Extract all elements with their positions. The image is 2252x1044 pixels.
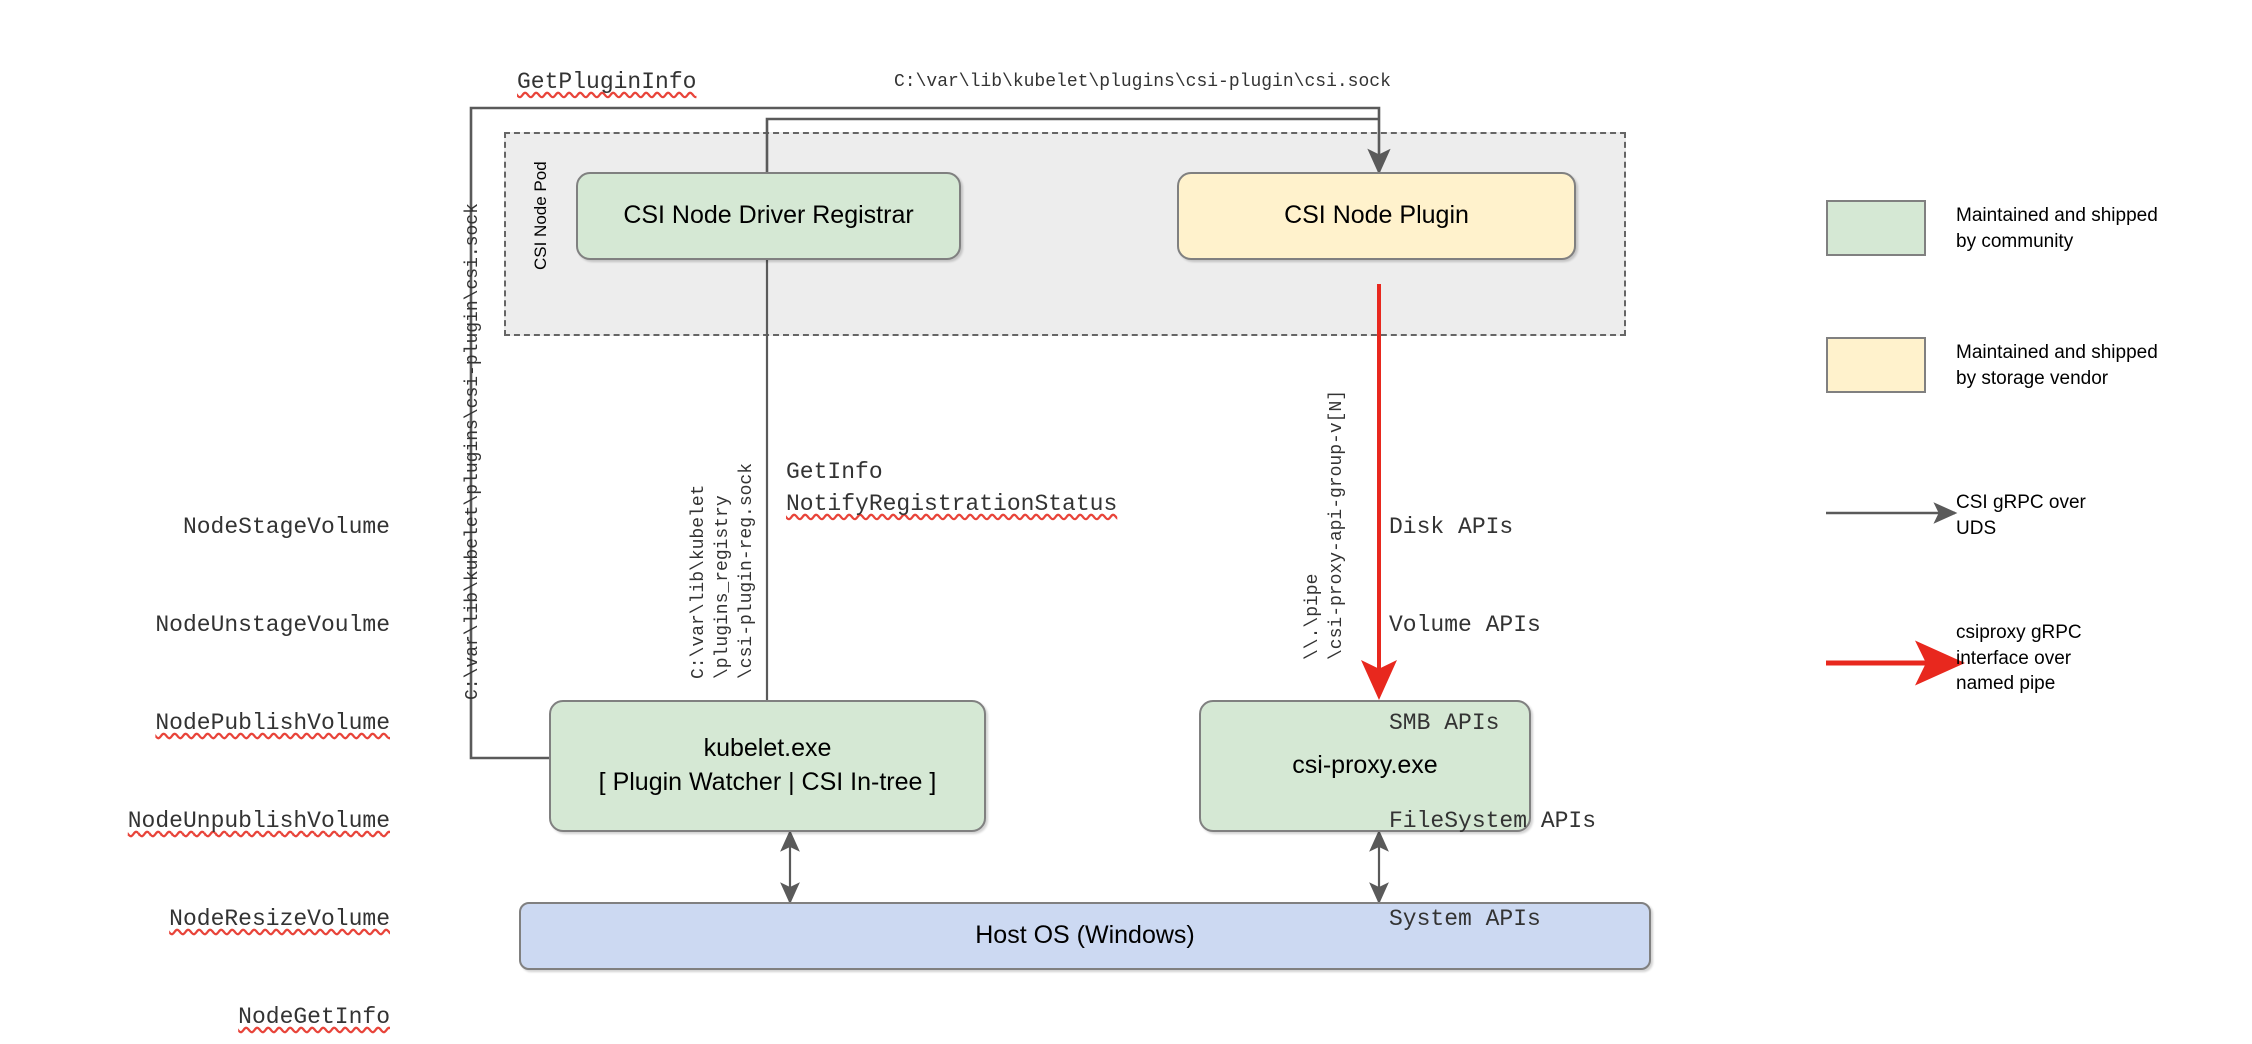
node-csi-proxy-exe[interactable]: csi-proxy.exe — [1199, 700, 1531, 832]
legend-label-community: Maintained and shipped by community — [1956, 205, 2158, 252]
legend-label-csiproxy-grpc-named-pipe: csiproxy gRPC interface over named pipe — [1956, 622, 2082, 695]
annotation-registry-path-line2: \plugins_registry — [713, 495, 733, 679]
api-item-nodeunstagevolume: NodeUnstageVoulme — [155, 612, 390, 639]
legend-swatch-storage-vendor — [1826, 337, 1926, 393]
annotation-csi-sock-path-top: C:\var\lib\kubelet\plugins\csi-plugin\cs… — [894, 72, 1391, 92]
node-csi-proxy-exe-label: csi-proxy.exe — [1292, 751, 1438, 780]
annotation-registrar-call-getinfo: GetInfo — [786, 459, 883, 485]
api-item-nodestagevolume: NodeStageVolume — [182, 514, 390, 541]
api-item-nodepublishvolume: NodePublishVolume — [155, 710, 390, 737]
node-host-os[interactable]: Host OS (Windows) — [519, 902, 1651, 970]
node-csi-node-plugin[interactable]: CSI Node Plugin — [1177, 172, 1576, 260]
proxy-api-item-smb: SMB APIs — [1389, 710, 1500, 737]
node-host-os-label: Host OS (Windows) — [975, 921, 1195, 950]
node-kubelet-exe-line2: [ Plugin Watcher | CSI In-tree ] — [598, 768, 937, 796]
csi-node-api-list: NodeStageVolume NodeUnstageVoulme NodePu… — [40, 446, 390, 1044]
csi-node-pod-label: CSI Node Pod — [531, 161, 550, 270]
node-kubelet-exe-line1: kubelet.exe — [703, 734, 832, 763]
node-csi-node-driver-registrar[interactable]: CSI Node Driver Registrar — [576, 172, 961, 260]
annotation-get-plugin-info: GetPluginInfo — [517, 69, 697, 95]
annotation-registrar-call-notifyregistrationstatus: NotifyRegistrationStatus — [786, 491, 1118, 517]
annotation-named-pipe-line2: \csi-proxy-api-group-v[N] — [1327, 389, 1347, 660]
node-kubelet-exe[interactable]: kubelet.exe [ Plugin Watcher | CSI In-tr… — [549, 700, 986, 832]
legend-swatch-community — [1826, 200, 1926, 256]
csi-proxy-api-list: Disk APIs Volume APIs SMB APIs FileSyste… — [1389, 446, 1729, 1001]
api-item-nodegetinfo: NodeGetInfo — [238, 1004, 390, 1031]
proxy-api-item-disk: Disk APIs — [1389, 514, 1514, 541]
api-item-nodeunpublishvolume: NodeUnpublishVolume — [127, 808, 390, 835]
api-item-noderesizevolume: NodeResizeVolume — [169, 906, 390, 933]
legend-label-storage-vendor: Maintained and shipped by storage vendor — [1956, 342, 2158, 389]
proxy-api-item-filesystem: FileSystem APIs — [1389, 808, 1597, 835]
legend-label-csi-grpc-uds: CSI gRPC over UDS — [1956, 492, 2086, 539]
annotation-registry-path-line3: \csi-plugin-reg.sock — [737, 462, 757, 679]
proxy-api-item-volume: Volume APIs — [1389, 612, 1541, 639]
node-csi-node-driver-registrar-label: CSI Node Driver Registrar — [623, 201, 914, 230]
annotation-named-pipe-line1: \\.\pipe — [1303, 573, 1323, 660]
proxy-api-item-system: System APIs — [1389, 906, 1541, 933]
annotation-csi-sock-path-left: C:\var\lib\kubelet\plugins\csi-plugin\cs… — [463, 203, 483, 700]
annotation-registry-path-line1: C:\var\lib\kubelet — [689, 484, 709, 679]
node-csi-node-plugin-label: CSI Node Plugin — [1284, 201, 1469, 230]
